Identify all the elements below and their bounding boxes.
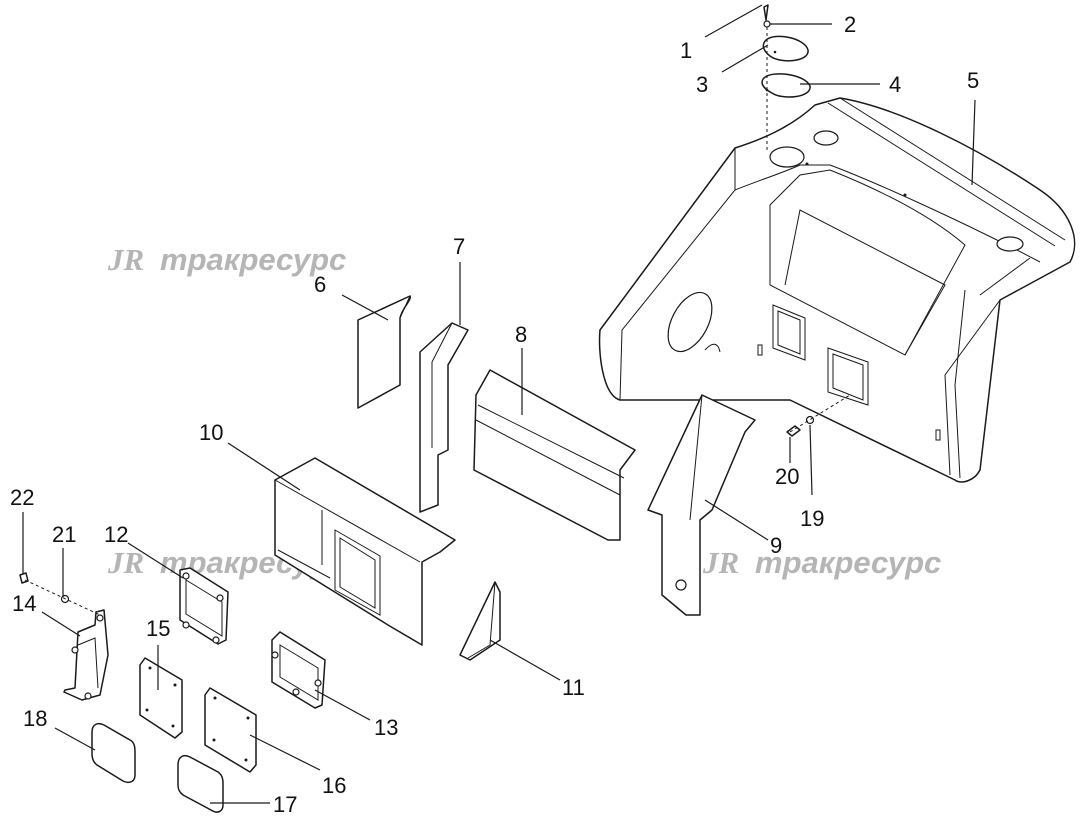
part-4-gasket bbox=[761, 73, 811, 98]
part-18-pad bbox=[91, 722, 136, 784]
watermark-text: тракресурс bbox=[160, 242, 346, 277]
part-3-gasket bbox=[762, 35, 809, 62]
callout-17: 17 bbox=[273, 792, 297, 817]
part-15-plate bbox=[139, 657, 183, 739]
callout-2: 2 bbox=[844, 12, 856, 37]
callout-20: 20 bbox=[775, 464, 799, 489]
callout-19: 19 bbox=[800, 506, 824, 531]
callout-5: 5 bbox=[967, 68, 979, 93]
callout-22: 22 bbox=[10, 485, 34, 510]
part-6-panel bbox=[357, 295, 411, 409]
watermark-logo: JR bbox=[107, 242, 144, 277]
part-20-bolt bbox=[786, 425, 801, 437]
watermark-text: тракресурс bbox=[755, 545, 941, 580]
callout-21: 21 bbox=[52, 522, 76, 547]
watermark-top-left: JR тракресурс bbox=[107, 242, 346, 277]
callout-16: 16 bbox=[322, 773, 346, 798]
part-22-screw bbox=[19, 572, 29, 584]
part-17-pad bbox=[177, 754, 224, 813]
callout-7: 7 bbox=[453, 234, 465, 259]
callout-1: 1 bbox=[680, 38, 692, 63]
part-7-bracket bbox=[419, 322, 469, 513]
leader-lines bbox=[22, 4, 976, 804]
part-5-housing bbox=[598, 97, 1076, 483]
callout-labels: 1 2 3 4 5 6 7 8 9 10 11 12 13 14 15 16 1… bbox=[10, 12, 979, 817]
part-11-gusset bbox=[459, 581, 501, 661]
callout-11: 11 bbox=[562, 675, 585, 700]
part-13-frame bbox=[271, 631, 326, 709]
part-9-bracket bbox=[647, 394, 756, 616]
part-8-panel bbox=[473, 369, 636, 541]
part-2-washer bbox=[763, 20, 771, 28]
watermark-bottom-right: JR тракресурс bbox=[702, 545, 941, 580]
callout-15: 15 bbox=[146, 616, 170, 641]
callout-18: 18 bbox=[23, 706, 47, 731]
callout-4: 4 bbox=[889, 72, 901, 97]
callout-12: 12 bbox=[104, 522, 128, 547]
part-19-washer bbox=[805, 415, 815, 425]
callout-9: 9 bbox=[770, 533, 782, 558]
callout-8: 8 bbox=[515, 322, 527, 347]
part-16-plate bbox=[204, 687, 257, 773]
watermark-logo: JR bbox=[702, 545, 739, 580]
part-14-bracket bbox=[63, 609, 109, 701]
watermark-logo: JR bbox=[107, 545, 144, 580]
callout-14: 14 bbox=[12, 591, 36, 616]
part-10-panel bbox=[274, 457, 456, 646]
callout-6: 6 bbox=[314, 272, 326, 297]
callout-3: 3 bbox=[696, 72, 708, 97]
hardware-axis-line-left bbox=[24, 579, 101, 616]
part-12-frame bbox=[179, 567, 229, 645]
part-1-screw bbox=[763, 4, 769, 21]
callout-13: 13 bbox=[374, 715, 398, 740]
callout-10: 10 bbox=[199, 420, 223, 445]
